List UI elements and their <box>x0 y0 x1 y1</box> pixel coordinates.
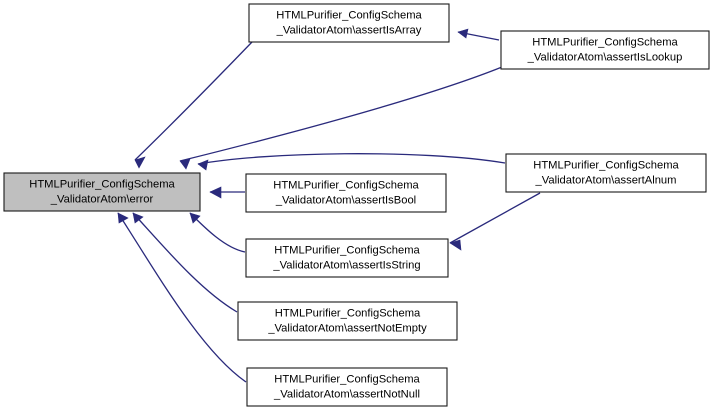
edge-line <box>132 212 238 313</box>
call-edge-assertIsLookup-to-error <box>179 66 503 170</box>
edge-line <box>189 212 246 253</box>
call-edge-assertNotNull-to-error <box>117 212 247 383</box>
node-box-assertNotEmpty[interactable] <box>237 301 458 341</box>
call-edge-assertAlnum-to-assertIsString <box>449 192 541 251</box>
graph-node-error[interactable]: HTMLPurifier_ConfigSchema _ValidatorAtom\… <box>3 172 201 212</box>
call-edge-assertIsString-to-error <box>189 212 246 253</box>
node-label-line2-assertNotNull: _ValidatorAtom\assertNotNull <box>273 388 420 400</box>
call-edge-assertIsArray-to-error <box>134 41 253 169</box>
call-edge-assertIsLookup-to-assertIsArray <box>457 28 500 41</box>
node-box-assertIsString[interactable] <box>245 238 449 278</box>
arrowhead-icon <box>209 186 222 199</box>
edges-layer <box>117 28 541 383</box>
node-box-assertIsArray[interactable] <box>248 3 450 43</box>
graph-node-assertNotEmpty[interactable]: HTMLPurifier_ConfigSchema _ValidatorAtom\… <box>237 301 458 341</box>
arrowhead-icon <box>179 158 191 170</box>
graph-node-assertIsArray[interactable]: HTMLPurifier_ConfigSchema _ValidatorAtom\… <box>248 3 450 43</box>
node-box-assertNotNull[interactable] <box>246 367 448 407</box>
edge-line <box>449 192 541 244</box>
node-box-assertAlnum[interactable] <box>505 153 707 193</box>
edge-line <box>179 66 503 162</box>
arrowhead-icon <box>197 159 209 171</box>
arrowhead-icon <box>132 212 144 224</box>
node-label-line2-assertIsLookup: _ValidatorAtom\assertIsLookup <box>527 51 683 63</box>
arrowhead-icon <box>117 212 129 224</box>
node-label-line1-assertIsLookup: HTMLPurifier_ConfigSchema <box>532 36 678 48</box>
graph-node-assertIsLookup[interactable]: HTMLPurifier_ConfigSchema _ValidatorAtom\… <box>500 30 710 70</box>
node-label-line2-assertAlnum: _ValidatorAtom\assertAlnum <box>535 174 677 186</box>
node-label-line1-assertNotEmpty: HTMLPurifier_ConfigSchema <box>275 307 421 319</box>
call-edge-assertIsBool-to-error <box>209 186 245 199</box>
arrowhead-icon <box>189 212 201 224</box>
graph-node-assertIsString[interactable]: HTMLPurifier_ConfigSchema _ValidatorAtom\… <box>245 238 449 278</box>
node-box-error[interactable] <box>3 172 201 212</box>
node-label-line2-error: _ValidatorAtom\error <box>50 193 154 205</box>
arrowhead-icon <box>457 28 469 39</box>
node-label-line2-assertIsString: _ValidatorAtom\assertIsString <box>272 259 420 271</box>
nodes-layer: HTMLPurifier_ConfigSchema _ValidatorAtom\… <box>3 3 710 407</box>
node-label-line1-assertAlnum: HTMLPurifier_ConfigSchema <box>533 159 679 171</box>
node-label-line1-error: HTMLPurifier_ConfigSchema <box>29 178 175 190</box>
node-label-line1-assertIsBool: HTMLPurifier_ConfigSchema <box>273 179 419 191</box>
graph-node-assertIsBool[interactable]: HTMLPurifier_ConfigSchema _ValidatorAtom\… <box>245 173 447 213</box>
node-label-line1-assertIsString: HTMLPurifier_ConfigSchema <box>274 244 420 256</box>
edge-line <box>117 212 247 383</box>
call-edge-assertNotEmpty-to-error <box>132 212 238 313</box>
arrowhead-icon <box>449 239 462 251</box>
edge-line <box>134 41 253 161</box>
node-box-assertIsBool[interactable] <box>245 173 447 213</box>
node-label-line1-assertIsArray: HTMLPurifier_ConfigSchema <box>276 9 422 21</box>
edge-line <box>197 153 506 165</box>
call-edge-assertAlnum-to-error <box>197 153 506 171</box>
node-label-line1-assertNotNull: HTMLPurifier_ConfigSchema <box>274 373 420 385</box>
node-box-assertIsLookup[interactable] <box>500 30 710 70</box>
graph-node-assertNotNull[interactable]: HTMLPurifier_ConfigSchema _ValidatorAtom\… <box>246 367 448 407</box>
arrowhead-icon <box>134 156 146 169</box>
graph-node-assertAlnum[interactable]: HTMLPurifier_ConfigSchema _ValidatorAtom\… <box>505 153 707 193</box>
node-label-line2-assertIsBool: _ValidatorAtom\assertIsBool <box>275 194 416 206</box>
node-label-line2-assertIsArray: _ValidatorAtom\assertIsArray <box>276 24 422 36</box>
node-label-line2-assertNotEmpty: _ValidatorAtom\assertNotEmpty <box>267 322 427 334</box>
